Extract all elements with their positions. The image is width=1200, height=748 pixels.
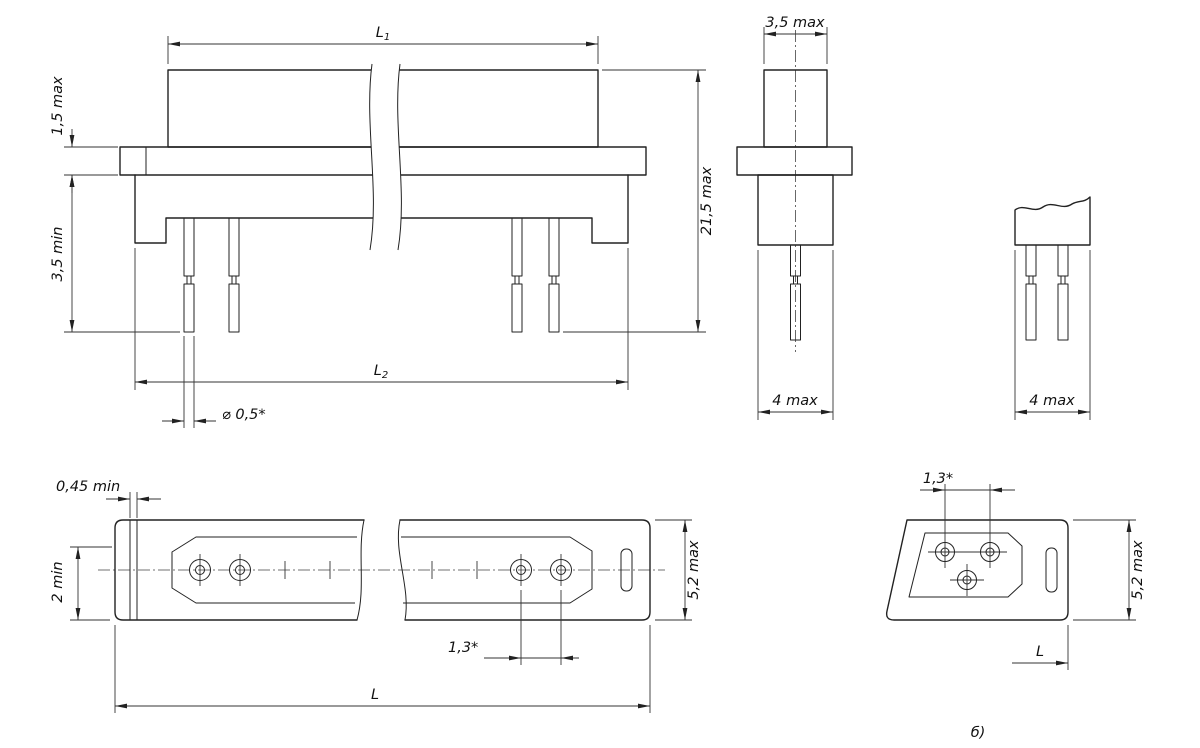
dim-end-top-width: 3,5 max (763, 15, 828, 64)
dim-end-bottom-width: 4 max (757, 250, 834, 420)
contacts (928, 484, 1007, 596)
contact-pin (548, 218, 560, 333)
small-insert-outline (908, 532, 1023, 598)
contact-pin (511, 218, 523, 333)
dim-plan-height: 5,2 max (655, 519, 702, 621)
dim-flange-thickness-label: 1,5 max (50, 76, 66, 136)
dim-partial-bottom-width-label: 4 max (1029, 393, 1075, 409)
break-line (369, 63, 374, 251)
dim-contact-pitch: 1,3* (448, 590, 579, 665)
break-gap (369, 64, 402, 250)
contact-pin (183, 218, 195, 333)
plan-outline-left (114, 519, 365, 621)
contact-pins (183, 218, 560, 333)
dim-l1-label: L1 (376, 25, 390, 43)
dim-total-height-label: 21,5 max (699, 166, 715, 235)
dim-small-height-label: 5,2 max (1130, 540, 1146, 600)
dim-flange-thickness: 1,5 max (50, 76, 118, 193)
dim-small-contact-pitch: 1,3* (920, 471, 1015, 493)
polarizing-slot (1045, 547, 1058, 593)
break-line (356, 519, 365, 621)
dim-l2: L2 (134, 248, 629, 390)
insert-outline-left (171, 536, 357, 604)
dim-length-label: L (371, 687, 379, 703)
contacts (189, 554, 572, 586)
connector-body-end (757, 174, 834, 246)
contact (957, 570, 977, 590)
small-plan-view: 1,3* 5,2 max L б) (885, 471, 1146, 741)
dim-wall: 0,45 min (56, 479, 161, 518)
view-caption: б) (971, 725, 986, 741)
plan-view: 0,45 min 2 min 5,2 max 1,3* (50, 479, 702, 713)
dim-pin-length-label: 3,5 min (50, 226, 66, 281)
seal-hatch (119, 146, 147, 176)
dim-length: L (114, 625, 651, 713)
dim-pin-diameter-label: ⌀ 0,5* (222, 407, 266, 423)
dim-partial-bottom-width: 4 max (1014, 250, 1091, 420)
contact-pin (1057, 245, 1069, 341)
dim-wall-label: 0,45 min (56, 479, 120, 495)
side-view: L1 1,5 max 3,5 min 21,5 max (50, 25, 715, 428)
dim-end-bottom-width-label: 4 max (772, 393, 818, 409)
contact-pin (1025, 245, 1037, 341)
dim-edge-offset-label: 2 min (50, 561, 66, 602)
mounting-flange-end (736, 146, 853, 176)
break-line (397, 63, 402, 251)
contact-pin (790, 245, 801, 341)
dim-l2-label: L2 (374, 363, 388, 381)
dim-plan-height-label: 5,2 max (686, 540, 702, 600)
polarizing-slot (620, 548, 633, 592)
small-plan-outline (885, 519, 1069, 621)
dim-l1: L1 (167, 25, 599, 64)
break-line (397, 519, 407, 621)
dim-small-contact-pitch-label: 1,3* (923, 471, 953, 487)
dim-end-top-width-label: 3,5 max (765, 15, 825, 31)
insert-outline-right (401, 536, 593, 604)
dim-small-length: L (1012, 625, 1069, 670)
contact-pin (228, 218, 240, 333)
dim-small-length-label: L (1036, 644, 1044, 660)
dim-small-height: 5,2 max (1073, 519, 1146, 621)
dim-pin-length: 3,5 min (50, 175, 180, 333)
plan-outline-right (399, 519, 651, 621)
end-view: 3,5 max 4 max (736, 15, 853, 420)
partial-end-view: 4 max (1014, 196, 1091, 420)
dim-edge-offset: 2 min (50, 546, 112, 621)
broken-body (1014, 196, 1091, 246)
dim-total-height: 21,5 max (563, 69, 715, 333)
contact (980, 542, 1000, 562)
dim-contact-pitch-label: 1,3* (448, 640, 478, 656)
dim-pin-diameter: ⌀ 0,5* (162, 336, 266, 428)
contact (935, 542, 955, 562)
